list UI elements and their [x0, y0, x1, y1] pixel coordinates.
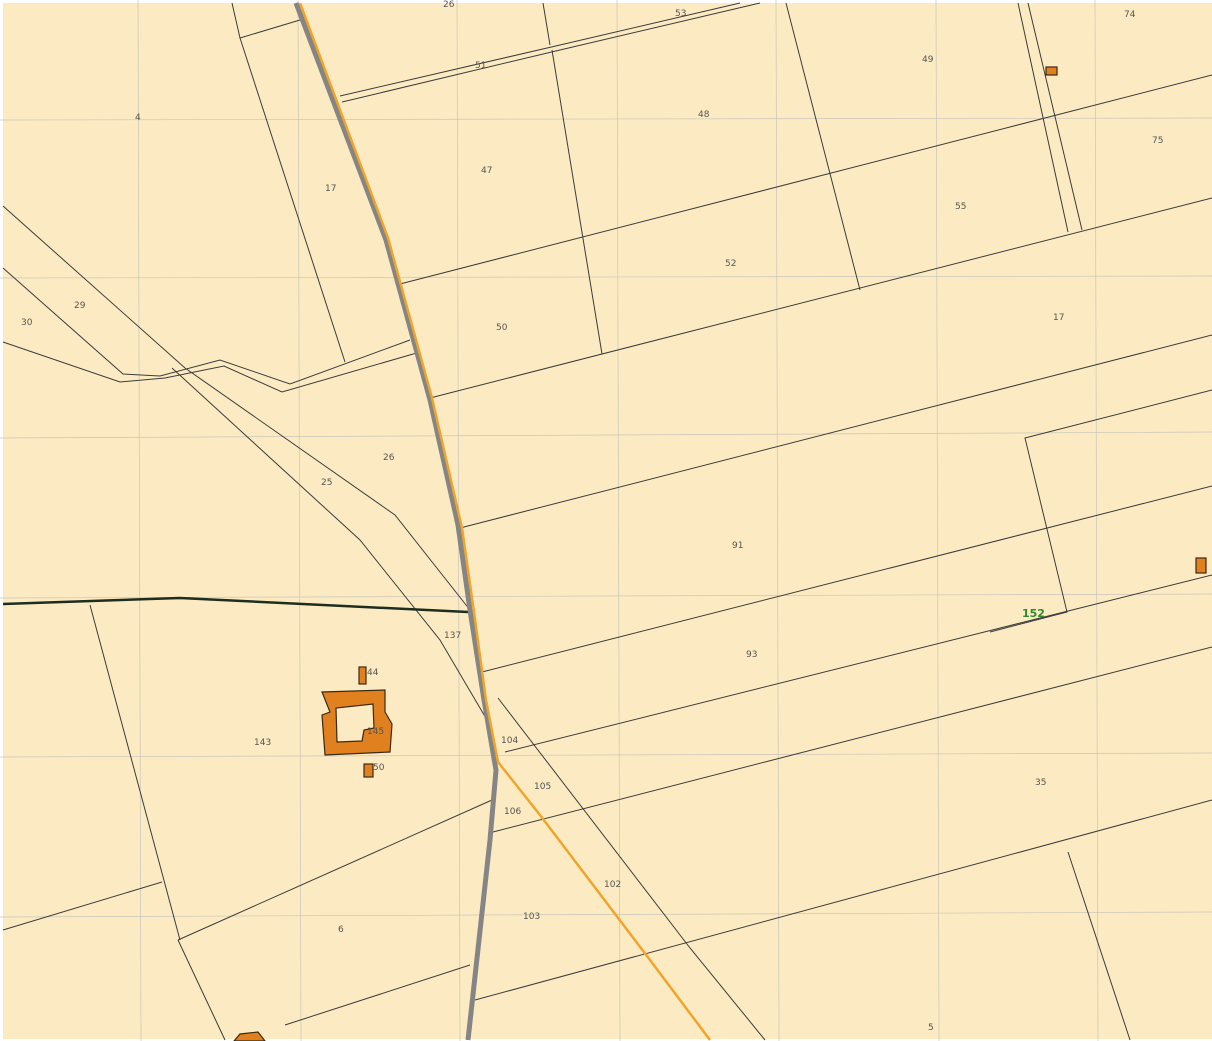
parcel-label-highlight: 152 — [1022, 607, 1045, 620]
grid-line-vertical — [137, 0, 142, 1041]
main-building[interactable] — [321, 689, 393, 756]
parcel-edge — [89, 604, 181, 941]
parcel-label: 106 — [504, 807, 521, 817]
grid-line-horizontal — [0, 431, 1212, 439]
parcel-label: 30 — [21, 318, 33, 328]
parcel-edge — [2, 205, 471, 611]
small-building[interactable] — [363, 763, 374, 778]
grid-line-horizontal — [0, 117, 1212, 121]
grid-line-horizontal — [0, 911, 1212, 918]
parcel-edge — [492, 646, 1212, 833]
parcel-edge — [1027, 2, 1083, 231]
parcel-edge — [171, 367, 491, 726]
grid-line-horizontal — [0, 752, 1212, 758]
parcel-label: 104 — [501, 736, 518, 746]
parcel-label: 137 — [444, 631, 461, 641]
parcel-label: 26 — [443, 0, 455, 10]
parcel-label: 26 — [383, 453, 395, 463]
grid-line-vertical — [616, 0, 621, 1041]
parcel-edge — [284, 964, 471, 1026]
parcel-edge — [459, 334, 1212, 529]
parcel-label: 5 — [928, 1023, 934, 1033]
parcel-edge — [542, 2, 551, 46]
parcel-edge — [785, 2, 861, 291]
parcel-edge — [481, 485, 1212, 673]
building-label: 44 — [367, 668, 379, 678]
parcel-edge — [429, 197, 1212, 399]
small-building[interactable] — [1195, 557, 1207, 574]
parcel-edge — [474, 799, 1212, 1001]
parcel-label: 55 — [955, 202, 966, 212]
parcel-label: 93 — [746, 650, 757, 660]
parcel-label: 25 — [321, 478, 332, 488]
parcel-label: 47 — [481, 166, 492, 176]
building-label: 50 — [373, 763, 385, 773]
parcel-label: 105 — [534, 782, 551, 792]
small-building[interactable] — [1045, 66, 1058, 76]
grid-line-vertical — [297, 0, 302, 1041]
parcel-label: 53 — [675, 9, 686, 19]
parcel-label: 102 — [604, 880, 621, 890]
land-background — [3, 3, 1212, 1039]
parcel-label: 35 — [1035, 778, 1046, 788]
grid-line-vertical — [775, 0, 780, 1041]
parcel-edge — [339, 2, 741, 97]
parcel-label: 52 — [725, 259, 736, 269]
parcel-label: 103 — [523, 912, 540, 922]
parcel-edge — [497, 697, 766, 1041]
grid-line-horizontal — [0, 593, 1212, 599]
parcel-edge — [399, 74, 1212, 285]
small-building[interactable] — [233, 1031, 266, 1041]
parcel-label: 17 — [1053, 313, 1064, 323]
parcel-edge — [177, 799, 493, 941]
small-building[interactable] — [358, 666, 367, 685]
buildings — [233, 66, 1207, 1041]
parcel-edge — [504, 574, 1212, 753]
orange-road[interactable] — [298, 2, 711, 1041]
parcel-edge — [341, 2, 761, 103]
parcel-edge — [1017, 2, 1069, 233]
parcel-edge — [239, 37, 346, 363]
parcel-label: 91 — [732, 541, 743, 551]
grid-line-vertical — [935, 0, 940, 1041]
grid-line-vertical — [1094, 0, 1099, 1041]
parcel-edge — [1067, 851, 1131, 1041]
building-label: 145 — [367, 727, 384, 737]
parcel-label: 48 — [698, 110, 710, 120]
parcel-edge — [989, 389, 1212, 633]
parcel-edge — [551, 49, 603, 355]
parcel-label: 4 — [135, 113, 141, 123]
parcel-label: 17 — [325, 184, 336, 194]
parcel-label: 74 — [1124, 10, 1136, 20]
parcel-label: 6 — [338, 925, 344, 935]
parcel-label: 49 — [922, 55, 934, 65]
parcel-edge — [2, 267, 411, 385]
grid-line-horizontal — [0, 275, 1212, 279]
boundary-line — [2, 596, 469, 614]
parcel-label: 51 — [475, 61, 486, 71]
parcel-label: 75 — [1152, 136, 1163, 146]
gray-road[interactable] — [293, 2, 499, 1041]
parcel-label: 50 — [496, 323, 508, 333]
parcel-edge — [2, 881, 163, 931]
parcel-labels: 26 51 53 74 49 4 47 48 75 17 55 52 29 30… — [21, 0, 1163, 1033]
parcel-label: 143 — [254, 738, 271, 748]
parcel-edge — [2, 341, 421, 393]
parcel-label: 29 — [74, 301, 86, 311]
parcel-edge — [177, 939, 226, 1041]
